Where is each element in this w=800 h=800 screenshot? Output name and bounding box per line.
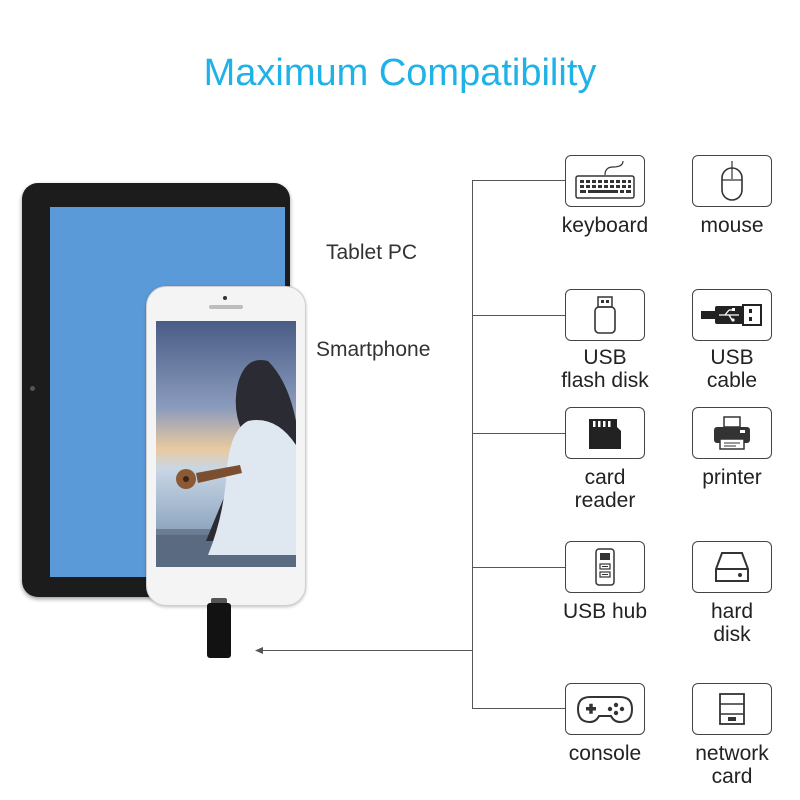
keyboard-icon [575,160,635,199]
network-card-label: network card [695,742,769,788]
usb-flash-disk-label: USB flash disk [561,346,649,392]
branch-line-2 [472,315,565,316]
network-card-icon [719,693,745,725]
phone-speaker [209,305,243,309]
printer-icon-box [692,407,772,459]
branch-line-1 [472,180,565,181]
keyboard-label: keyboard [561,214,649,237]
otg-adapter [207,603,231,658]
card-reader-icon-box [565,407,645,459]
usb-flash-disk-icon-box [565,289,645,341]
phone-camera [223,296,227,300]
usb-flash-disk-icon [594,296,616,334]
mouse-label: mouse [700,214,764,237]
usb-hub-icon-box [565,541,645,593]
mouse-icon [721,161,743,201]
tree-trunk-line [472,180,473,708]
branch-line-5 [472,708,565,709]
page-title: Maximum Compatibility [203,52,597,94]
printer-label: printer [702,466,762,489]
hard-disk-label: hard disk [710,600,754,646]
card-reader-label: card reader [574,466,636,512]
branch-line-3 [472,433,565,434]
console-icon-box [565,683,645,735]
beach-photo-illustration [156,321,296,567]
printer-icon [714,416,750,450]
hard-disk-icon [715,552,749,582]
tablet-label: Tablet PC [326,241,418,264]
network-card-icon-box [692,683,772,735]
sd-card-icon [589,419,621,449]
connector-line [262,650,472,651]
smartphone-image [146,286,306,606]
branch-line-4 [472,567,565,568]
mouse-icon-box [692,155,772,207]
arrow-left-icon [255,647,263,654]
usb-cable-icon [701,304,762,326]
usb-cable-label: USB cable [706,346,758,392]
phone-screen-photo [156,321,296,567]
gamepad-icon [576,696,634,724]
usb-cable-icon-box [692,289,772,341]
usb-hub-icon [595,548,615,586]
smartphone-label: Smartphone [316,338,431,361]
tablet-camera [30,386,35,391]
usb-hub-label: USB hub [562,600,648,623]
keyboard-icon-box [565,155,645,207]
otg-adapter-neck [211,598,227,606]
console-label: console [568,742,642,765]
hard-disk-icon-box [692,541,772,593]
